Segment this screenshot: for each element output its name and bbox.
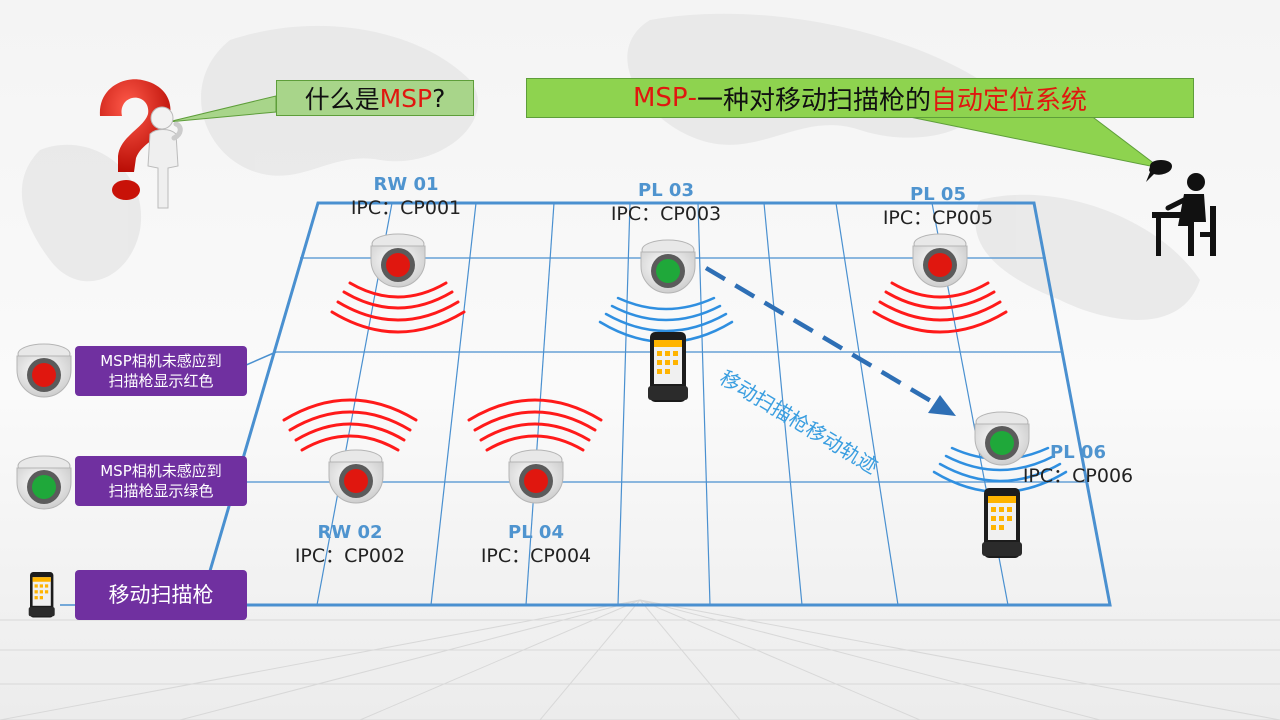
signal-rw02 bbox=[282, 398, 418, 452]
camera-ipc: IPC：CP001 bbox=[350, 197, 462, 219]
legend-red-line1: MSP相机未感应到 bbox=[100, 352, 222, 370]
legend-red-description: MSP相机未感应到扫描枪显示红色 bbox=[75, 346, 247, 396]
camera-label-pl04: PL 04 IPC：CP004 bbox=[456, 522, 616, 568]
camera-status-light bbox=[656, 259, 680, 283]
camera-ipc: IPC：CP003 bbox=[610, 203, 722, 225]
camera-id: RW 01 bbox=[373, 174, 439, 195]
camera-id: PL 05 bbox=[910, 184, 966, 205]
camera-pl06 bbox=[974, 411, 1030, 466]
legend-green-line2: 扫描枪显示绿色 bbox=[108, 482, 214, 500]
signal-pl04 bbox=[467, 398, 603, 452]
answer-middle: 一种对移动扫描枪的 bbox=[696, 85, 931, 116]
question-mark-icon bbox=[99, 79, 171, 200]
legend-green-description: MSP相机未感应到扫描枪显示绿色 bbox=[75, 456, 247, 506]
legend-camera-green bbox=[16, 455, 72, 510]
question-suffix: ? bbox=[432, 83, 446, 113]
camera-status-light bbox=[524, 469, 548, 493]
camera-pl03 bbox=[640, 239, 696, 294]
mobile-scanner-icon bbox=[648, 332, 688, 402]
question-callout: 什么是 MSP? bbox=[276, 80, 474, 116]
floor-grid bbox=[0, 599, 1280, 720]
answer-callout: MSP-一种对移动扫描枪的自动定位系统 bbox=[526, 78, 1194, 118]
mobile-scanner-icon bbox=[982, 488, 1022, 558]
camera-id: PL 06 bbox=[1050, 442, 1106, 463]
camera-ipc: IPC：CP005 bbox=[882, 207, 994, 229]
signal-pl05 bbox=[872, 281, 1008, 334]
camera-label-rw01: RW 01 IPC：CP001 bbox=[326, 174, 486, 220]
camera-label-pl03: PL 03 IPC：CP003 bbox=[586, 180, 746, 226]
answer-dash: - bbox=[687, 83, 697, 113]
movement-path-line bbox=[704, 266, 938, 406]
camera-rw02 bbox=[328, 449, 384, 504]
camera-rw01 bbox=[370, 233, 426, 288]
legend-red-line2: 扫描枪显示红色 bbox=[108, 372, 214, 390]
camera-label-pl05: PL 05 IPC：CP005 bbox=[858, 184, 1018, 230]
camera-label-pl06: PL 06 IPC：CP006 bbox=[998, 442, 1158, 488]
camera-id: PL 04 bbox=[508, 522, 564, 543]
camera-status-light bbox=[928, 253, 952, 277]
legend-camera-red bbox=[16, 343, 72, 398]
camera-ipc: IPC：CP002 bbox=[294, 545, 406, 567]
signal-rw01 bbox=[330, 281, 466, 334]
movement-path-arrowhead bbox=[928, 395, 956, 416]
camera-pl05 bbox=[912, 233, 968, 288]
camera-pl04 bbox=[508, 449, 564, 504]
answer-msp: MSP bbox=[632, 83, 688, 113]
legend-scanner-icon bbox=[28, 572, 55, 618]
camera-id: RW 02 bbox=[317, 522, 383, 543]
camera-id: PL 03 bbox=[638, 180, 694, 201]
camera-status-light bbox=[344, 469, 368, 493]
thinking-person-icon bbox=[147, 106, 183, 209]
question-prefix: 什么是 bbox=[304, 85, 380, 114]
camera-label-rw02: RW 02 IPC：CP002 bbox=[270, 522, 430, 568]
camera-status-light bbox=[386, 253, 410, 277]
question-highlight: MSP bbox=[379, 83, 433, 113]
camera-status-light bbox=[990, 431, 1014, 455]
camera-ipc: IPC：CP006 bbox=[1022, 465, 1134, 487]
legend-scanner-label: 移动扫描枪 bbox=[108, 583, 214, 607]
legend-scanner-description: 移动扫描枪 bbox=[75, 570, 247, 620]
legend-green-line1: MSP相机未感应到 bbox=[100, 462, 222, 480]
camera-ipc: IPC：CP004 bbox=[480, 545, 592, 567]
answer-highlight: 自动定位系统 bbox=[931, 85, 1088, 116]
speaker-person-icon bbox=[1146, 160, 1216, 256]
